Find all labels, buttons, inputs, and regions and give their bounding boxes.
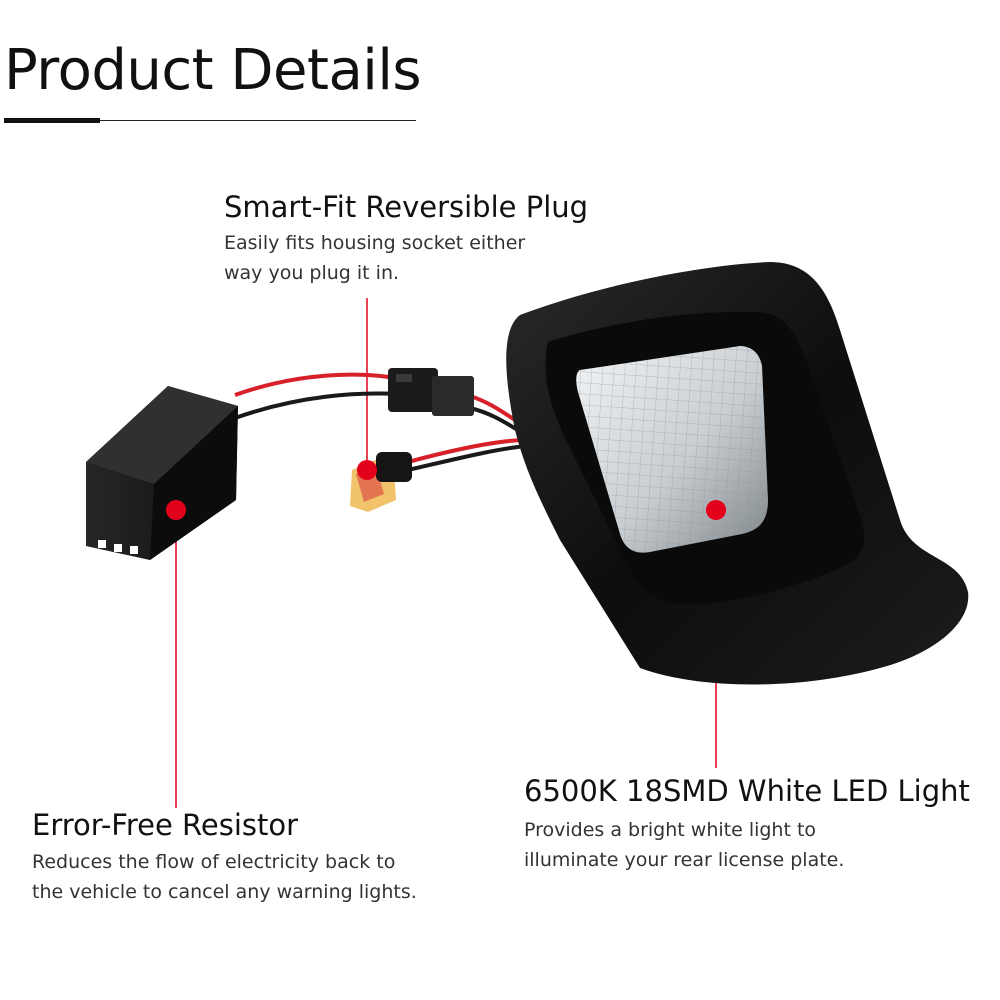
reversible-plug-bulb	[350, 452, 412, 512]
led-callout-line-2: illuminate your rear license plate.	[524, 849, 845, 871]
led-callout-title: 6500K 18SMD White LED Light	[524, 774, 970, 808]
plug-callout-title: Smart-Fit Reversible Plug	[224, 190, 589, 224]
plug-callout-description: Easily fits housing socket either way yo…	[224, 228, 525, 288]
inline-connector	[388, 368, 474, 416]
resistor-callout-line-2: the vehicle to cancel any warning lights…	[32, 881, 417, 903]
wires	[234, 372, 529, 472]
led-callout-line-1: Provides a bright white light to	[524, 819, 817, 841]
resistor-marker	[166, 500, 186, 520]
plug-marker	[357, 460, 377, 480]
plug-callout-line-1: Easily fits housing socket either	[224, 232, 526, 254]
resistor-callout-description: Reduces the flow of electricity back to …	[32, 847, 417, 907]
resistor-box	[86, 386, 238, 560]
resistor-callout-title: Error-Free Resistor	[32, 808, 299, 842]
resistor-callout-line-1: Reduces the flow of electricity back to	[32, 851, 396, 873]
title-underline-accent	[4, 118, 100, 123]
plug-callout-line-2: way you plug it in.	[224, 262, 400, 284]
led-light-housing	[506, 262, 969, 685]
led-callout-description: Provides a bright white light to illumin…	[524, 815, 844, 875]
page-title: Product Details	[4, 38, 422, 103]
led-marker	[706, 500, 726, 520]
title-underline	[4, 120, 416, 121]
